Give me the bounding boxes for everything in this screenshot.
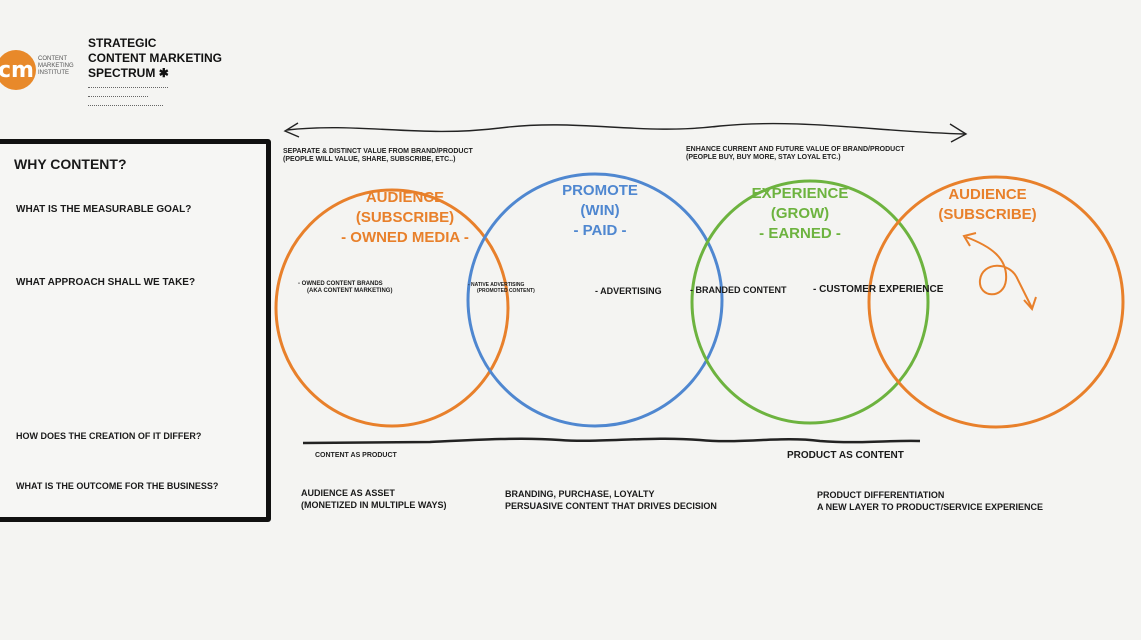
logo-text-line: CONTENT [38, 56, 67, 62]
label-audience-owned: AUDIENCE (SUBSCRIBE) - OWNED MEDIA - [310, 188, 500, 248]
outcome-line: (MONETIZED IN MULTIPLE WAYS) [301, 500, 447, 510]
circle-earned [690, 179, 930, 425]
circle-label-line: (GROW) [770, 205, 830, 222]
top-note-left: SEPARATE & DISTINCT VALUE FROM BRAND/PRO… [283, 148, 473, 164]
question-creation-differ: HOW DOES THE CREATION OF IT DIFFER? [16, 431, 202, 441]
label-audience-subscribe-right: AUDIENCE (SUBSCRIBE) [920, 185, 1055, 225]
item-line: (AKA CONTENT MARKETING) [307, 288, 393, 294]
question-approach: WHAT APPROACH SHALL WE TAKE? [16, 277, 196, 288]
bottom-spectrum-line [302, 437, 921, 445]
panel-heading: WHY CONTENT? [14, 156, 127, 172]
asterisk-icon: ✱ [158, 66, 169, 80]
question-outcome: WHAT IS THE OUTCOME FOR THE BUSINESS? [16, 481, 219, 491]
item-customer-experience: - CUSTOMER EXPERIENCE [813, 284, 944, 295]
circle-subscribe-right [867, 175, 1125, 429]
circle-label-line: - PAID - [573, 222, 627, 239]
title-line: SPECTRUM ✱ [88, 66, 169, 80]
item-line: - OWNED CONTENT BRANDS [298, 281, 383, 287]
outcome-line: A NEW LAYER TO PRODUCT/SERVICE EXPERIENC… [817, 502, 1044, 512]
item-advertising: - ADVERTISING [595, 286, 662, 296]
circle-label-line: (SUBSCRIBE) [938, 206, 1037, 223]
axis-label-product-as-content: PRODUCT AS CONTENT [787, 450, 904, 461]
axis-label-content-as-product: CONTENT AS PRODUCT [315, 452, 397, 459]
label-experience-earned: EXPERIENCE (GROW) - EARNED - [720, 184, 880, 244]
outcome-line: AUDIENCE AS ASSET [301, 488, 395, 498]
logo-text-line: INSTITUTE [38, 70, 69, 76]
top-double-arrow [286, 122, 966, 135]
title-line: STRATEGIC [88, 36, 157, 50]
loop-arrowhead-top [962, 232, 977, 247]
cmi-logo-mark: cm [0, 50, 36, 90]
circle-label-line: AUDIENCE [365, 189, 445, 206]
circle-label-line: - EARNED - [759, 225, 841, 242]
circle-label-line: PROMOTE [562, 182, 638, 199]
outcome-line: PRODUCT DIFFERENTIATION [817, 490, 945, 500]
title-line: CONTENT MARKETING [88, 51, 222, 65]
circle-label-line: - OWNED MEDIA - [341, 229, 469, 246]
outcome-product-differentiation: PRODUCT DIFFERENTIATION A NEW LAYER TO P… [817, 489, 1043, 513]
why-content-panel [0, 139, 271, 522]
item-line: - NATIVE ADVERTISING [468, 282, 525, 288]
outcome-audience-asset: AUDIENCE AS ASSET (MONETIZED IN MULTIPLE… [301, 487, 447, 511]
arrowhead-left [283, 122, 300, 138]
question-measurable-goal: WHAT IS THE MEASURABLE GOAL? [16, 204, 192, 215]
title-fine-print [88, 82, 178, 106]
note-line: SEPARATE & DISTINCT VALUE FROM BRAND/PRO… [283, 148, 473, 155]
outcome-line: BRANDING, PURCHASE, LOYALTY [505, 489, 655, 499]
item-line: (PROMOTED CONTENT) [477, 288, 535, 294]
loop-arrow-icon [965, 236, 1033, 309]
item-owned-content-brands: - OWNED CONTENT BRANDS (AKA CONTENT MARK… [298, 281, 392, 295]
note-line: (PEOPLE BUY, BUY MORE, STAY LOYAL ETC.) [686, 154, 841, 161]
item-branded-content: - BRANDED CONTENT [690, 285, 787, 295]
circle-paid [466, 172, 724, 428]
circle-label-line: (WIN) [580, 202, 620, 219]
circle-label-line: (SUBSCRIBE) [355, 209, 455, 226]
label-promote-paid: PROMOTE (WIN) - PAID - [520, 181, 680, 241]
outcome-line: PERSUASIVE CONTENT THAT DRIVES DECISION [505, 501, 717, 511]
arrowhead-right [949, 123, 968, 143]
item-native-advertising: - NATIVE ADVERTISING (PROMOTED CONTENT) [468, 282, 535, 294]
note-line: ENHANCE CURRENT AND FUTURE VALUE OF BRAN… [686, 146, 905, 153]
top-note-right: ENHANCE CURRENT AND FUTURE VALUE OF BRAN… [686, 146, 905, 162]
circle-label-line: EXPERIENCE [751, 185, 849, 202]
outcome-branding: BRANDING, PURCHASE, LOYALTY PERSUASIVE C… [505, 488, 717, 512]
note-line: (PEOPLE WILL VALUE, SHARE, SUBSCRIBE, ET… [283, 156, 456, 163]
loop-arrowhead-bottom [1023, 296, 1037, 311]
circle-label-line: AUDIENCE [948, 186, 1027, 203]
cmi-logo-text: CONTENT MARKETING INSTITUTE [38, 56, 83, 77]
circle-owned-media [274, 188, 510, 428]
page-title: STRATEGIC CONTENT MARKETING SPECTRUM ✱ [88, 36, 222, 81]
logo-text-line: MARKETING [38, 63, 74, 69]
